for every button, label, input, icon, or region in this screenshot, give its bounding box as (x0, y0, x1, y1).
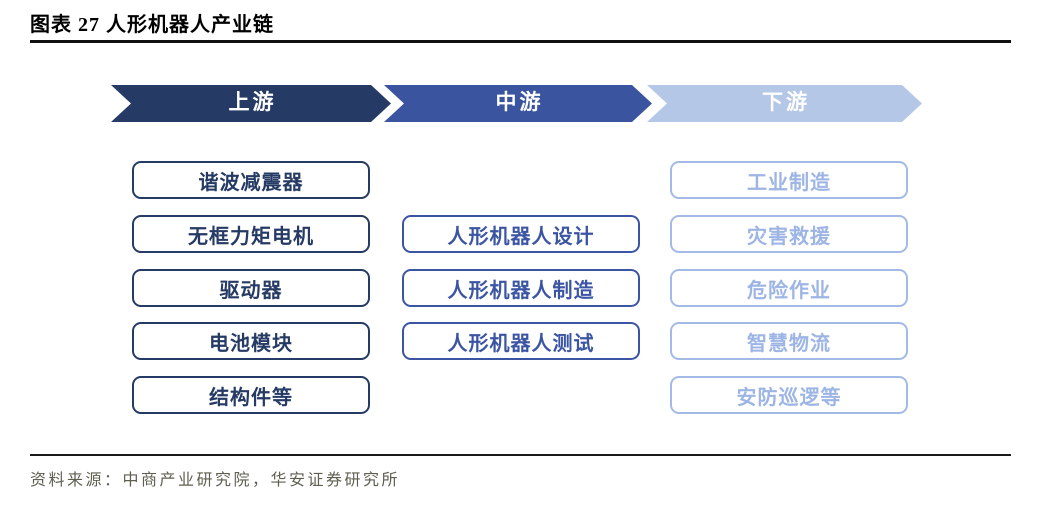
stage-label-downstream: 下游 (762, 90, 810, 114)
stage-banner-midstream: 中游 (384, 85, 652, 122)
stage-label-upstream: 上游 (228, 90, 277, 114)
chain-item-downstream: 智慧物流 (670, 322, 908, 360)
footer-divider (30, 454, 1011, 456)
chain-item-upstream: 谐波减震器 (132, 161, 370, 199)
chain-item-downstream: 工业制造 (670, 161, 908, 199)
chain-item-downstream: 危险作业 (670, 269, 908, 307)
figure-title: 图表 27 人形机器人产业链 (30, 14, 274, 36)
chain-item-upstream: 结构件等 (132, 376, 370, 414)
chain-item-midstream: 人形机器人设计 (402, 215, 640, 253)
chain-item-midstream: 人形机器人制造 (402, 269, 640, 307)
stage-label-midstream: 中游 (495, 90, 544, 114)
chain-item-upstream: 无框力矩电机 (132, 215, 370, 253)
chain-item-downstream: 灾害救援 (670, 215, 908, 253)
source-note: 资料来源：中商产业研究院，华安证券研究所 (30, 472, 401, 489)
stage-banner-upstream: 上游 (111, 85, 391, 122)
stage-banner-downstream: 下游 (647, 85, 922, 122)
chain-item-upstream: 驱动器 (132, 269, 370, 307)
title-divider (30, 40, 1011, 43)
chain-item-downstream: 安防巡逻等 (670, 376, 908, 414)
chain-item-midstream: 人形机器人测试 (402, 322, 640, 360)
chain-item-upstream: 电池模块 (132, 322, 370, 360)
